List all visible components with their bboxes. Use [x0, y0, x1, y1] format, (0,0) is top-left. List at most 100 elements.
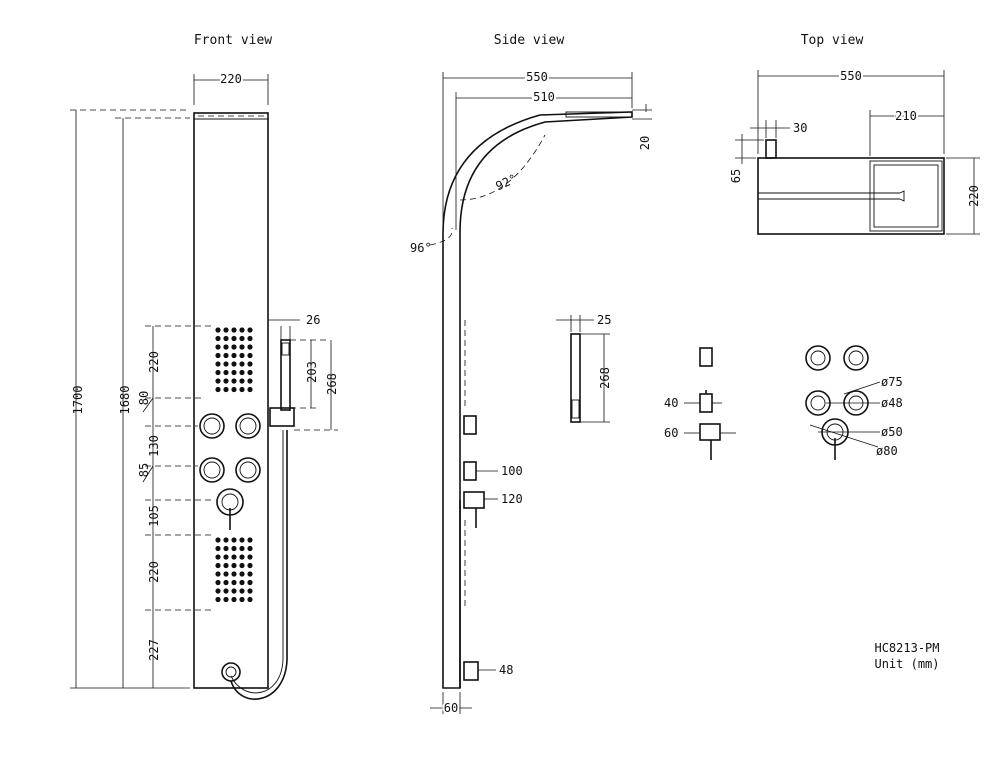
spray-nozzle: [215, 378, 221, 384]
top-outline: [757, 157, 945, 235]
spray-nozzle: [231, 537, 237, 543]
spray-nozzle: [223, 378, 229, 384]
spray-nozzle: [231, 545, 237, 552]
dim-outlet-depth: 48: [499, 663, 513, 677]
spray-nozzle: [215, 327, 221, 333]
dim-hs-width: 25: [597, 313, 611, 327]
spray-nozzle: [223, 554, 229, 560]
spray-nozzle: [239, 571, 245, 577]
spray-nozzle: [247, 596, 253, 603]
spray-nozzle: [215, 369, 221, 376]
spray-nozzle: [215, 554, 221, 560]
spray-nozzle: [215, 588, 221, 594]
dim-knob-d50: ø50: [881, 425, 903, 439]
spray-nozzle: [247, 369, 253, 376]
spray-nozzle: [215, 361, 221, 367]
hand-shower-holder: [269, 407, 295, 427]
spray-nozzle: [231, 335, 237, 342]
spray-nozzle: [215, 579, 221, 586]
dim-jets-spacing: 130: [147, 435, 161, 457]
dim-angle-arm: 92°: [494, 171, 520, 193]
model-number: HC8213-PM: [874, 641, 939, 655]
spray-nozzle: [239, 537, 245, 543]
dim-side-total: 550: [526, 70, 548, 84]
spray-nozzle: [231, 327, 237, 333]
spray-nozzle: [231, 361, 237, 367]
spray-nozzle: [223, 596, 229, 603]
dim-angle-base: 96°: [410, 241, 432, 255]
dim-front-height-inner: 1680: [118, 386, 132, 415]
spray-nozzle: [231, 369, 237, 376]
dim-top-height: 220: [967, 185, 981, 207]
spray-nozzle: [239, 361, 245, 367]
spray-nozzle: [239, 579, 245, 586]
front-panel: [193, 112, 269, 689]
spray-nozzle: [215, 537, 221, 543]
spray-nozzle: [247, 562, 253, 569]
spray-nozzle: [215, 596, 221, 603]
spray-nozzle: [215, 344, 221, 350]
spray-nozzle: [215, 571, 221, 577]
top-head: [869, 160, 943, 232]
spray-nozzle: [215, 352, 221, 359]
spray-nozzle: [223, 545, 229, 552]
spray-nozzle: [223, 361, 229, 367]
spray-nozzle: [247, 537, 253, 543]
top-view: 550 210 30 65 220: [729, 67, 981, 235]
dim-mixer-gap: 105: [147, 505, 161, 527]
spray-nozzle: [231, 386, 237, 393]
spray-nozzle: [231, 579, 237, 586]
dim-handshower-len: 203: [305, 361, 319, 383]
spray-nozzle: [239, 588, 245, 594]
spray-nozzle: [215, 562, 221, 569]
spray-nozzle: [239, 562, 245, 569]
dim-top-knob: 30: [793, 121, 807, 135]
spray-nozzle: [223, 562, 229, 569]
dim-spray-bottom: 220: [147, 561, 161, 583]
dim-front-height-total: 1700: [71, 386, 85, 415]
top-knob: [765, 139, 777, 159]
dim-spray-top: 220: [147, 351, 161, 373]
dim-front-width: 220: [220, 72, 242, 86]
top-view-title: Top view: [801, 33, 864, 48]
spray-nozzle: [247, 571, 253, 577]
knob-details: 40 60 ø75 ø48 ø50 ø80: [664, 345, 903, 460]
dim-knob-60: 60: [664, 426, 678, 440]
spray-nozzle: [223, 335, 229, 342]
spray-nozzle: [231, 596, 237, 603]
spray-nozzle: [215, 386, 221, 393]
spray-nozzle: [231, 554, 237, 560]
dim-top-width: 550: [840, 69, 862, 83]
dim-head-thick: 20: [638, 136, 652, 150]
dim-jet-depth: 100: [501, 464, 523, 478]
unit-note: Unit (mm): [874, 657, 939, 671]
spray-nozzle: [247, 545, 253, 552]
spray-nozzle: [239, 327, 245, 333]
spray-nozzle: [247, 588, 253, 594]
mixer-handle: [216, 488, 244, 530]
body-spray-dots-bottom: [215, 537, 253, 603]
dim-knob-40: 40: [664, 396, 678, 410]
dim-knob-d75: ø75: [881, 375, 903, 389]
hose-outlet: [221, 662, 241, 682]
spray-nozzle: [247, 352, 253, 359]
angle-arc-arm: [459, 134, 546, 201]
spray-nozzle: [239, 335, 245, 342]
body-spray-dots-top: [215, 327, 253, 393]
spray-nozzle: [239, 386, 245, 393]
spray-nozzle: [231, 352, 237, 359]
spray-nozzle: [223, 327, 229, 333]
dim-side-reach: 510: [533, 90, 555, 104]
spray-nozzle: [231, 588, 237, 594]
spray-nozzle: [215, 545, 221, 552]
spray-nozzle: [231, 378, 237, 384]
dim-top-depth: 65: [729, 169, 743, 183]
side-view: 550 510 20 92° 96° 100 120 48 60: [410, 68, 652, 717]
dim-panel-depth: 60: [444, 701, 458, 715]
spray-nozzle: [247, 327, 253, 333]
dim-knob-d80: ø80: [876, 444, 898, 458]
spray-nozzle: [247, 335, 253, 342]
hose: [230, 430, 288, 700]
spray-nozzle: [247, 344, 253, 350]
spray-nozzle: [223, 369, 229, 376]
